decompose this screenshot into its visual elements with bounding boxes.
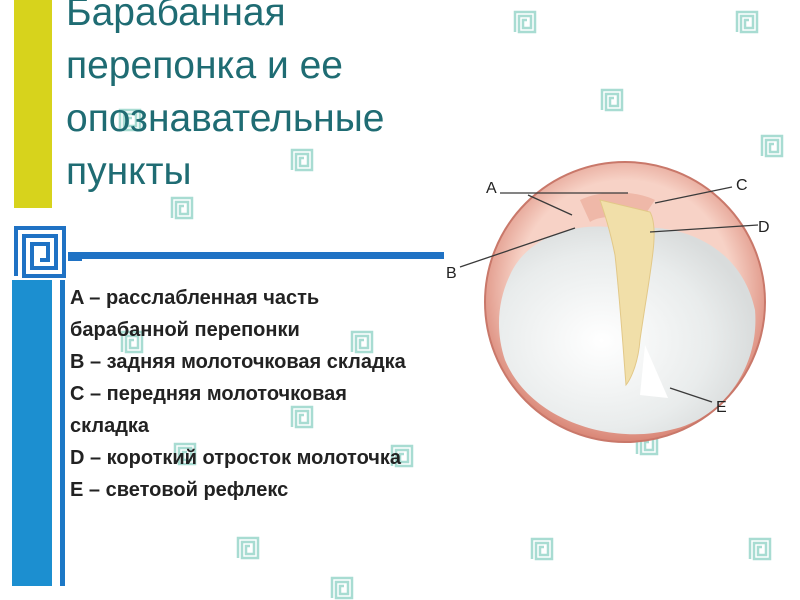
greek-key-motif-icon (173, 442, 197, 466)
greek-key-motif-icon (760, 134, 784, 158)
greek-key-motif-icon (330, 576, 354, 600)
label-d: D (758, 219, 770, 236)
greek-key-motif-icon (118, 108, 142, 132)
legend-text: C – передняя молоточковая (70, 383, 347, 405)
label-c: C (736, 177, 748, 194)
pointer-line-b (459, 227, 576, 268)
malleus-handle (599, 199, 655, 387)
greek-key-motif-icon (390, 444, 414, 468)
pointer-line-a-diag (527, 194, 573, 216)
greek-key-motif-icon (530, 537, 554, 561)
label-b: B (446, 265, 457, 282)
legend-text: E – световой рефлекс (70, 479, 289, 501)
legend-item-b: B – задняя молоточковая складка (70, 346, 450, 378)
accent-bar-thin (60, 268, 65, 586)
legend-item-c: C – передняя молоточковая складка (70, 378, 450, 442)
legend-text: D – короткий отросток молоточка (70, 447, 402, 469)
legend-list: A – расслабленная часть барабанной переп… (70, 282, 450, 506)
title-line: перепонка и ее (66, 44, 343, 87)
pointer-line-c (654, 186, 733, 204)
legend-text-cont: барабанной перепонки (70, 319, 300, 341)
legend-text: A – расслабленная часть (70, 287, 320, 309)
greek-key-motif-icon (735, 10, 759, 34)
accent-bar-blue (12, 268, 52, 586)
label-e: E (716, 399, 727, 416)
accent-bar-yellow (14, 0, 52, 208)
greek-key-motif-icon (236, 536, 260, 560)
greek-key-motif-icon (350, 330, 374, 354)
eardrum-diagram: A B C D E (446, 161, 770, 443)
pointer-line-e (669, 387, 713, 403)
greek-key-motif-icon (120, 330, 144, 354)
divider-line (64, 252, 444, 259)
slide-title: Барабанная перепонка и ее опознавательны… (66, 0, 536, 198)
legend-text: B – задняя молоточковая складка (70, 351, 406, 373)
greek-key-motif-icon (290, 148, 314, 172)
title-line: опознавательные (66, 97, 385, 140)
greek-key-motif-icon (748, 537, 772, 561)
greek-key-motif-icon (513, 10, 537, 34)
title-line: пункты (66, 150, 192, 193)
legend-text-cont: складка (70, 415, 150, 437)
legend-item-a: A – расслабленная часть барабанной переп… (70, 282, 450, 346)
greek-key-icon (12, 224, 68, 280)
light-reflex (640, 345, 668, 398)
label-a: A (486, 180, 497, 197)
greek-key-motif-icon (170, 196, 194, 220)
legend-item-e: E – световой рефлекс (70, 474, 450, 506)
greek-key-motif-icon (600, 88, 624, 112)
legend-item-d: D – короткий отросток молоточка (70, 442, 450, 474)
pointer-line-d (649, 224, 759, 233)
title-line: Барабанная (66, 0, 286, 34)
greek-key-motif-icon (290, 405, 314, 429)
